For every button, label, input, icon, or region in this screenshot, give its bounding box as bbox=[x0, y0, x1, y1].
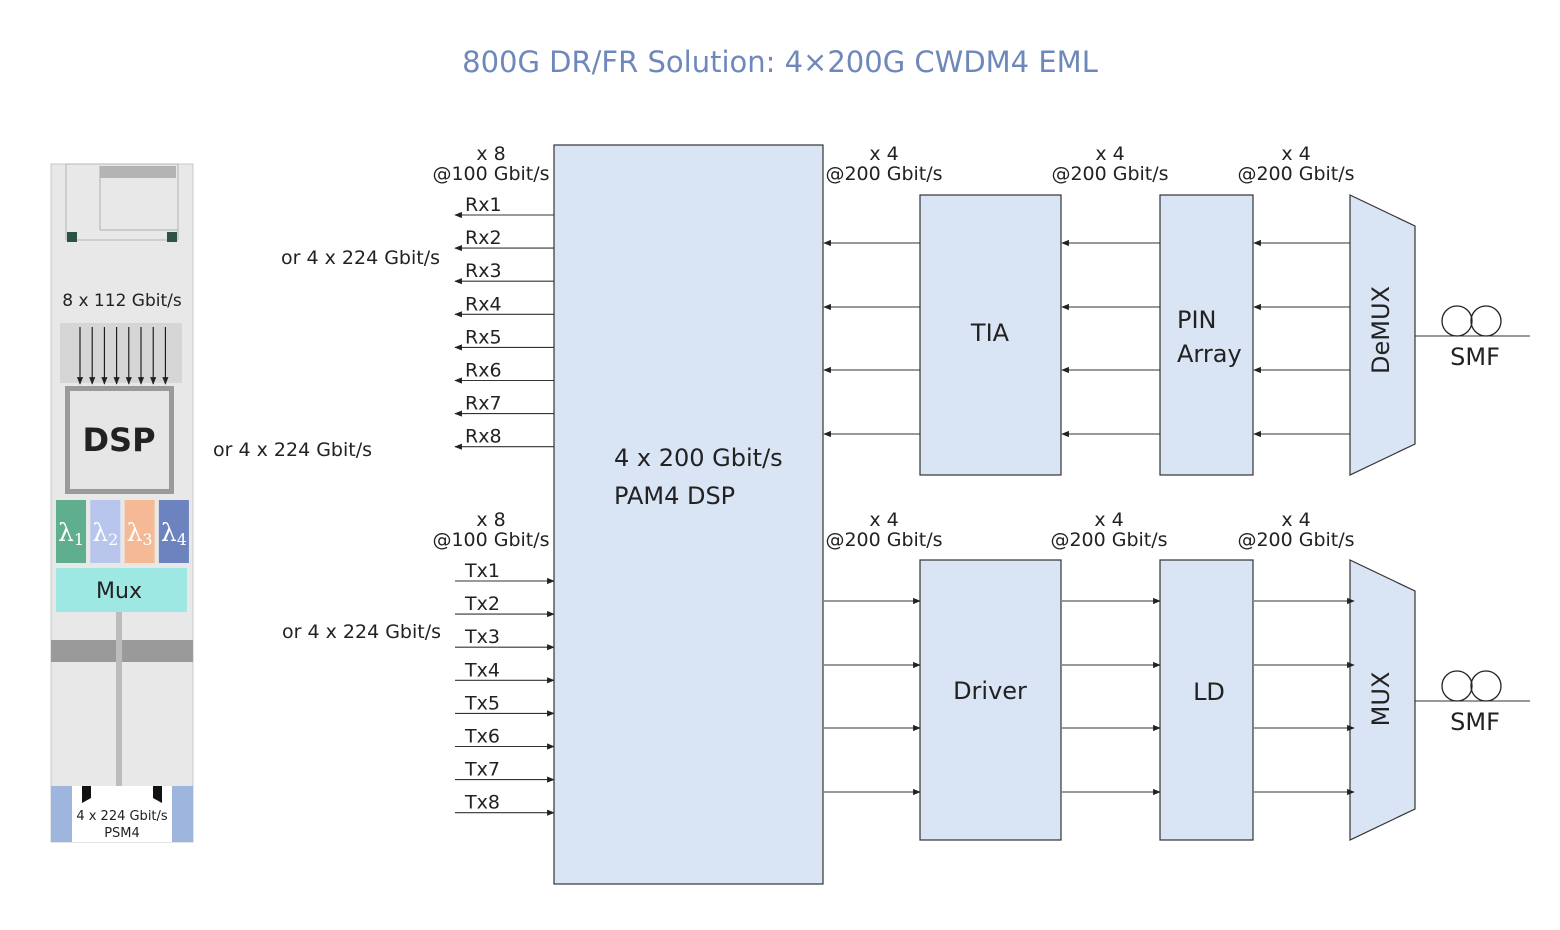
host-rx-count: x 8 bbox=[476, 143, 505, 165]
rx-rate-count-2: x 4 bbox=[1095, 143, 1124, 165]
fiber-pigtail bbox=[116, 612, 122, 787]
tia-block bbox=[919, 194, 1062, 476]
tx-rate-count-3: x 4 bbox=[1281, 509, 1310, 531]
pin-label-line1: PIN bbox=[1177, 306, 1217, 334]
tx-lane-label: Tx7 bbox=[464, 759, 500, 781]
chain-arrows bbox=[823, 239, 1355, 796]
pin-label-line2: Array bbox=[1177, 340, 1242, 368]
tx-rate-value-2: @200 Gbit/s bbox=[1050, 529, 1167, 551]
tx-fiber-coil-icon bbox=[1470, 670, 1502, 702]
lambda-index: 4 bbox=[177, 530, 187, 549]
lambda-index: 2 bbox=[108, 530, 118, 549]
lambda-symbol: λ bbox=[127, 518, 143, 547]
demux-block bbox=[1349, 194, 1416, 476]
rx-rate-count-1: x 4 bbox=[869, 143, 898, 165]
rx-lane-label: Rx6 bbox=[465, 360, 502, 382]
connector-label-rate: 4 x 224 Gbit/s bbox=[76, 809, 168, 824]
demux-label: DeMUX bbox=[1367, 286, 1395, 374]
rx-rate-value-3: @200 Gbit/s bbox=[1237, 163, 1354, 185]
rx-lane-label: Rx7 bbox=[465, 393, 502, 415]
tx-rate-value-1: @200 Gbit/s bbox=[825, 529, 942, 551]
laser-lambda-label: λ2 bbox=[92, 518, 118, 549]
rx-lane-label: Rx2 bbox=[465, 227, 502, 249]
rx-lane-label: Rx4 bbox=[465, 293, 502, 315]
tx-lane-label: Tx4 bbox=[464, 659, 500, 681]
mux-output-block bbox=[1349, 559, 1416, 841]
rx-fiber-coil-icon bbox=[1441, 305, 1473, 337]
rx-rate-count-3: x 4 bbox=[1281, 143, 1310, 165]
lambda-symbol: λ bbox=[58, 518, 74, 547]
laser-lambda-2 bbox=[90, 500, 121, 563]
laser-lambda-label: λ3 bbox=[127, 518, 153, 549]
bus-arrows bbox=[76, 327, 169, 385]
dsp-block-line1: 4 x 200 Gbit/s bbox=[614, 444, 783, 472]
tia-label: TIA bbox=[970, 319, 1010, 347]
bus-lanes-region bbox=[60, 323, 182, 383]
tx-lane-label: Tx5 bbox=[464, 692, 500, 714]
contact-pad-left bbox=[67, 232, 77, 242]
tx-rate-count-1: x 4 bbox=[869, 509, 898, 531]
host-tx-count: x 8 bbox=[476, 509, 505, 531]
driver-label: Driver bbox=[953, 677, 1027, 705]
tx-fiber-coil-icon bbox=[1441, 670, 1473, 702]
connector-label-type: PSM4 bbox=[104, 826, 140, 841]
tx-fiber-label: SMF bbox=[1450, 708, 1500, 736]
laser-lambda-1 bbox=[56, 500, 86, 563]
contact-pad-right bbox=[167, 232, 177, 242]
tx-fiber: SMF bbox=[1415, 670, 1530, 736]
ld-label: LD bbox=[1193, 678, 1225, 706]
alt-rate-label-rx: or 4 x 224 Gbit/s bbox=[281, 247, 440, 269]
tx-rate-count-2: x 4 bbox=[1094, 509, 1123, 531]
rx-lane-label: Rx8 bbox=[465, 426, 502, 448]
lambda-symbol: λ bbox=[92, 518, 108, 547]
dsp-chip-label: DSP bbox=[82, 421, 155, 459]
tx-lane-label: Tx6 bbox=[464, 726, 500, 748]
dsp-block-line2: PAM4 DSP bbox=[614, 482, 735, 510]
mux-output-label: MUX bbox=[1367, 672, 1395, 727]
dsp-chip bbox=[70, 391, 169, 489]
rx-rate-value-1: @200 Gbit/s bbox=[825, 163, 942, 185]
tx-lane-label: Tx8 bbox=[464, 792, 500, 814]
laser-lambda-3 bbox=[124, 500, 155, 563]
laser-lambda-4 bbox=[158, 500, 189, 563]
lambda-symbol: λ bbox=[161, 518, 177, 547]
host-rx-rate: @100 Gbit/s bbox=[432, 163, 549, 185]
driver-block bbox=[919, 559, 1062, 841]
rx-fiber-coil-icon bbox=[1470, 305, 1502, 337]
alt-rate-label-tx: or 4 x 224 Gbit/s bbox=[282, 621, 441, 643]
laser-lambda-label: λ4 bbox=[161, 518, 187, 549]
connector-key-right bbox=[153, 786, 162, 803]
tx-lane-label: Tx2 bbox=[464, 593, 500, 615]
tx-lane-label: Tx3 bbox=[464, 626, 500, 648]
rx-fiber-label: SMF bbox=[1450, 343, 1500, 371]
dsp-block bbox=[553, 144, 824, 885]
rx-lane-label: Rx5 bbox=[465, 326, 502, 348]
bus-label: 8 x 112 Gbit/s bbox=[62, 291, 182, 311]
tx-lane-label: Tx1 bbox=[464, 560, 500, 582]
mux-block-label: Mux bbox=[96, 579, 142, 604]
pin-array-block bbox=[1159, 194, 1254, 476]
rx-lane-label: Rx1 bbox=[465, 194, 502, 216]
lambda-index: 1 bbox=[74, 530, 84, 549]
mux-block bbox=[56, 568, 187, 612]
host-tx-rate: @100 Gbit/s bbox=[432, 529, 549, 551]
alt-rate-label-module: or 4 x 224 Gbit/s bbox=[213, 439, 372, 461]
tx-rate-value-3: @200 Gbit/s bbox=[1237, 529, 1354, 551]
connector-key-left bbox=[82, 786, 91, 803]
laser-lambda-label: λ1 bbox=[58, 518, 84, 549]
module-pull-tab bbox=[100, 166, 176, 178]
lambda-index: 3 bbox=[142, 530, 152, 549]
ld-block bbox=[1159, 559, 1254, 841]
host-lanes: Rx1Rx2Rx3Rx4Rx5Rx6Rx7Rx8Tx1Tx2Tx3Tx4Tx5T… bbox=[454, 194, 555, 816]
rx-lane-label: Rx3 bbox=[465, 260, 502, 282]
diagram-title: 800G DR/FR Solution: 4×200G CWDM4 EML bbox=[462, 45, 1098, 79]
rx-fiber: SMF bbox=[1415, 305, 1530, 371]
rx-rate-value-2: @200 Gbit/s bbox=[1051, 163, 1168, 185]
